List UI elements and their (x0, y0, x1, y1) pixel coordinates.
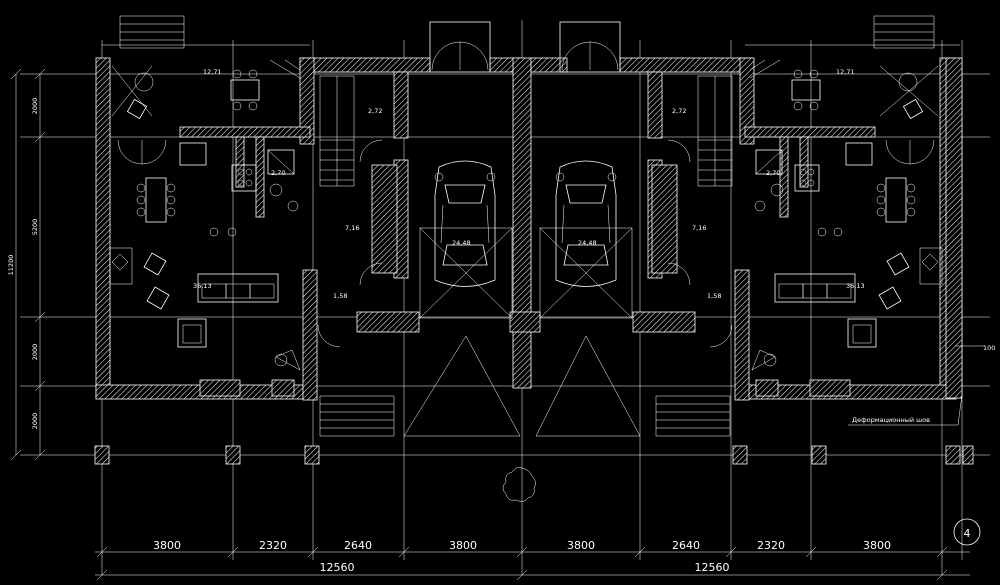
tree-symbol (502, 467, 536, 502)
sheet-number: 4 (964, 527, 971, 540)
dim-bottom-5: 3800 (567, 539, 595, 552)
room-area-right-vestibule: 1,58 (707, 292, 721, 300)
room-area-left-vestibule: 1,58 (333, 292, 347, 300)
dim-bottom-3: 2640 (344, 539, 372, 552)
dim-bottom-8: 3800 (863, 539, 891, 552)
garage-right (535, 160, 641, 437)
room-area-left-terrace: 12,71 (203, 68, 222, 76)
joint-dimension: 100 (983, 344, 995, 352)
dim-total-left: 12560 (320, 561, 355, 574)
room-area-left-bath: 2,70 (271, 169, 285, 177)
room-area-right-terrace: 12,71 (836, 68, 855, 76)
dim-bottom-7: 2320 (757, 539, 785, 552)
sheet-number-circle (953, 518, 981, 546)
room-area-right-stair: 2,72 (672, 107, 686, 115)
grid-lines (20, 20, 990, 575)
dim-left-total: 11200 (7, 255, 15, 276)
columns (94, 445, 974, 465)
dim-left-4: 2000 (31, 413, 39, 430)
garage-left (403, 160, 521, 437)
walls-left-unit (95, 57, 541, 401)
furniture-right (749, 59, 943, 371)
dim-bottom-1: 3800 (153, 539, 181, 552)
dim-bottom-6: 2640 (672, 539, 700, 552)
doors (117, 139, 935, 348)
room-area-right-living: 36,13 (846, 282, 865, 290)
deformation-joint-label: Деформационный шов (852, 416, 930, 424)
dim-total-right: 12560 (695, 561, 730, 574)
dim-left-3: 2000 (31, 344, 39, 361)
room-area-right-garage: 24,48 (578, 239, 597, 247)
dim-bottom-2: 2320 (259, 539, 287, 552)
left-dimension-chain (10, 68, 46, 461)
stairs (319, 75, 733, 437)
top-entries (102, 15, 960, 73)
dim-bottom-4: 3800 (449, 539, 477, 552)
furniture-left (109, 59, 301, 371)
bottom-dimension-chain (95, 546, 970, 581)
room-area-left-garage: 24,48 (452, 239, 471, 247)
joint-leader (848, 345, 985, 426)
room-area-left-hall: 7,16 (345, 224, 359, 232)
dim-left-1: 2000 (31, 98, 39, 115)
walls-right-unit (530, 57, 963, 401)
room-area-right-hall: 7,16 (692, 224, 706, 232)
dim-left-2: 5200 (31, 219, 39, 236)
room-area-left-living: 36,13 (193, 282, 212, 290)
room-area-left-stair: 2,72 (368, 107, 382, 115)
room-area-right-bath: 2,70 (766, 169, 780, 177)
